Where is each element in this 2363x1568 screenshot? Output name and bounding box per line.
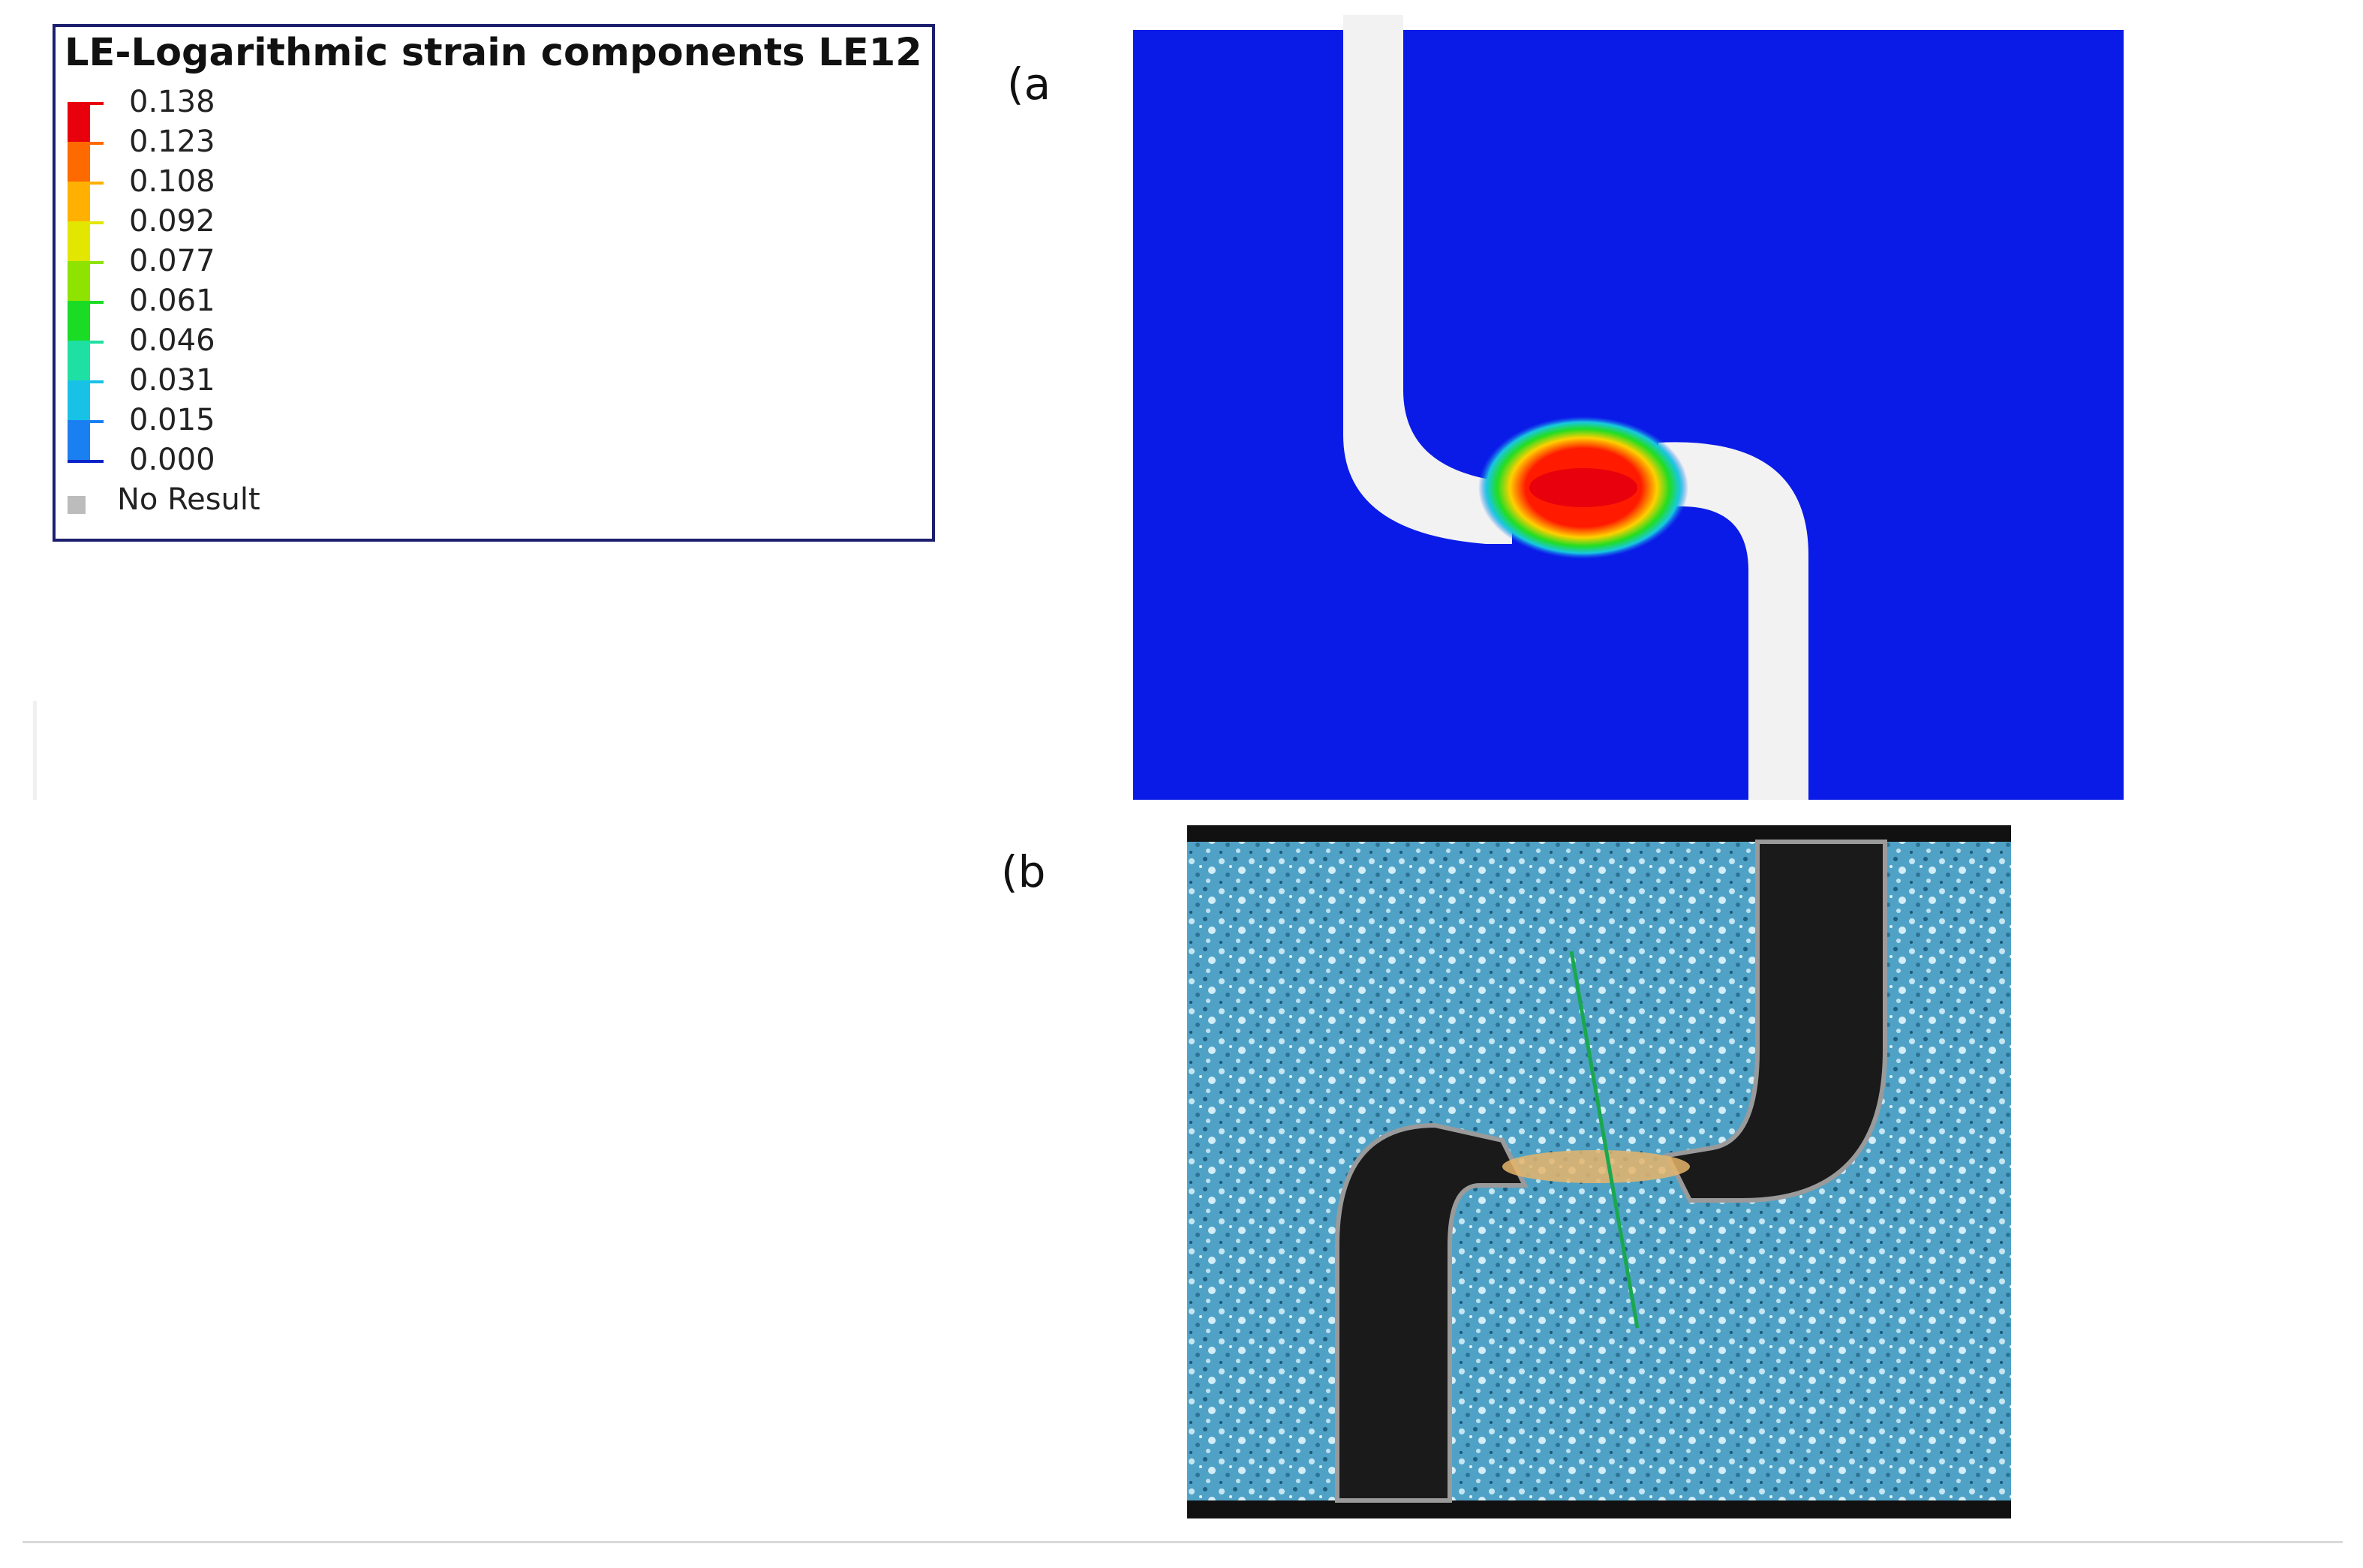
legend-tick [68,460,104,463]
dic-slot-upper-right [1664,840,1887,1203]
legend-tick-label: 0.061 [129,284,215,318]
legend-tick-label: 0.123 [129,125,215,159]
legend-tick [68,301,104,304]
legend-title: LE-Logarithmic strain components LE12 [65,31,922,75]
legend-tick-label: 0.000 [129,443,215,477]
no-result-swatch [68,496,86,514]
legend-tick [68,420,104,423]
legend-tick [68,380,104,383]
legend-swatch [68,382,90,422]
legend-swatch [68,263,90,302]
legend-swatch [68,223,90,263]
legend-swatch [68,342,90,382]
legend-tick-label: 0.031 [129,363,215,398]
strain-hotspot-core [1529,468,1637,507]
legend-tick-label: 0.092 [129,204,215,239]
panel-a-simulation-contour [1133,15,2124,800]
legend-swatch [68,183,90,223]
faint-divider [33,701,37,800]
panel-b-label: (b [1001,846,1046,897]
legend-tick-label: 0.138 [129,85,215,119]
slot-lower-right [1658,442,1808,800]
legend-swatch [68,104,90,143]
legend-tick [68,142,104,145]
legend-swatch [68,422,90,461]
legend-tick-label: 0.077 [129,244,215,278]
legend-tick [68,182,104,185]
panel-a-background [1133,30,2124,800]
legend-tick [68,261,104,264]
legend-swatch [68,302,90,342]
legend-tick-label: 0.046 [129,323,215,358]
dic-extensometer-line [1569,951,1640,1329]
legend-tick [68,341,104,344]
legend-tick-label: 0.108 [129,164,215,199]
legend-tick [68,102,104,105]
no-result-label: No Result [117,482,260,517]
legend-swatch [68,143,90,183]
dic-slot-lower-left [1335,1122,1529,1503]
strain-legend: LE-Logarithmic strain components LE12 0.… [53,24,935,542]
legend-tick-label: 0.015 [129,403,215,437]
bottom-rule [23,1541,2343,1543]
legend-tick [68,221,104,224]
panel-a-label: (a [1007,59,1051,110]
dic-strain-band [1502,1150,1690,1183]
panel-b-dic-image [1187,825,2011,1518]
slot-upper-left [1343,15,1512,544]
